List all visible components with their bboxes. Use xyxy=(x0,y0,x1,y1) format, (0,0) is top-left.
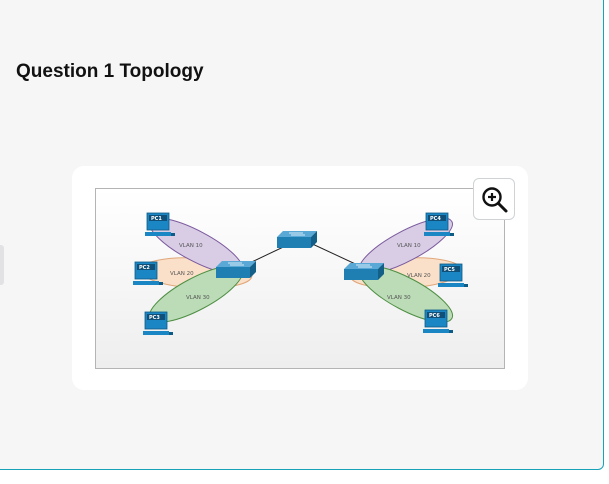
vlan-label-right-10: VLAN 10 xyxy=(397,243,421,249)
topology-svg: VLAN 10 VLAN 20 VLAN 30 VLAN 10 VLAN 20 … xyxy=(133,212,468,335)
switch-icon xyxy=(344,263,384,280)
pc-icon: PC3 xyxy=(143,311,173,335)
side-tab[interactable] xyxy=(0,245,4,285)
pc-label: PC4 xyxy=(430,216,441,222)
switch-icon xyxy=(277,231,317,248)
vlan-label-right-30: VLAN 30 xyxy=(387,295,411,301)
vlan-label-left-30: VLAN 30 xyxy=(186,295,210,301)
topology-diagram: VLAN 10 VLAN 20 VLAN 30 VLAN 10 VLAN 20 … xyxy=(95,188,505,369)
zoom-in-button[interactable] xyxy=(473,178,515,220)
pc-label: PC1 xyxy=(151,216,162,222)
vlan-label-right-20: VLAN 20 xyxy=(407,273,431,279)
pc-label: PC6 xyxy=(429,313,440,319)
vlan-label-left-10: VLAN 10 xyxy=(179,243,203,249)
page-title: Question 1 Topology xyxy=(16,61,204,82)
pc-icon: PC5 xyxy=(438,263,468,287)
pc-icon: PC6 xyxy=(423,309,453,333)
pc-label: PC2 xyxy=(139,265,150,271)
switch-icon xyxy=(216,261,256,278)
pc-icon: PC4 xyxy=(424,212,454,236)
vlan-label-left-20: VLAN 20 xyxy=(170,271,194,277)
pc-icon: PC1 xyxy=(145,212,175,236)
zoom-in-icon xyxy=(482,187,508,213)
pc-icon: PC2 xyxy=(133,261,163,285)
pc-label: PC3 xyxy=(149,315,160,321)
pc-label: PC5 xyxy=(444,267,455,273)
